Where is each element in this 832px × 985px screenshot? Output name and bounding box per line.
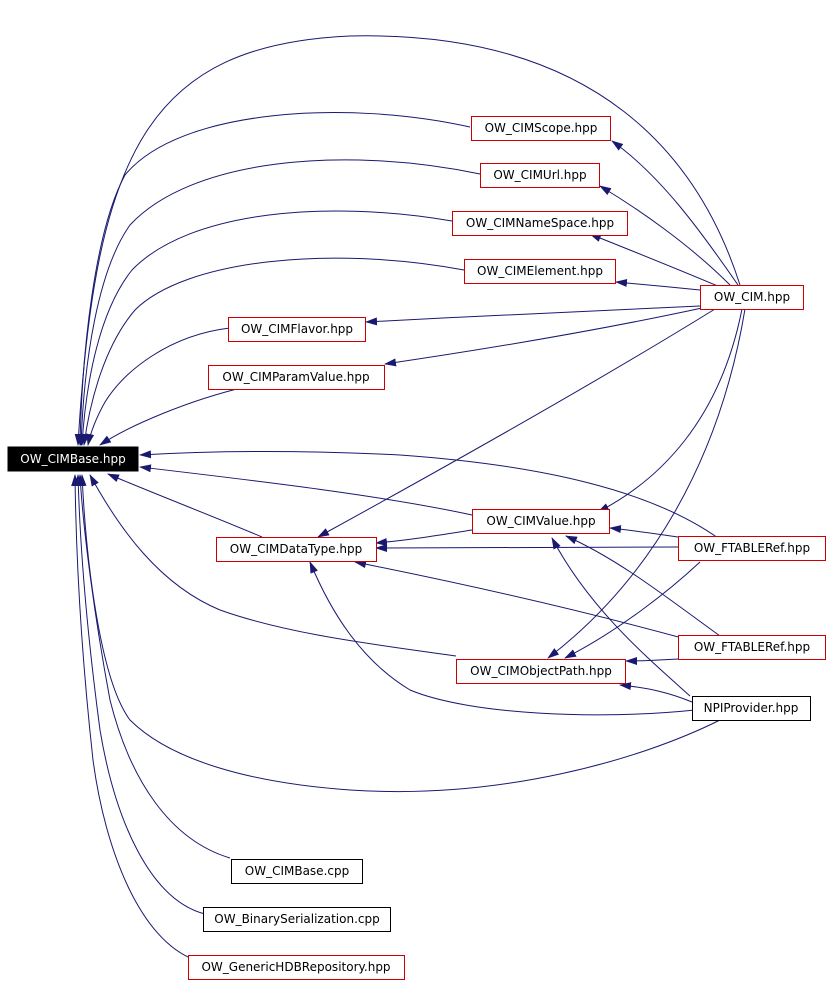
edge-ftableref1-to-datatype: [375, 543, 679, 552]
node-ow-cimscope-hpp[interactable]: OW_CIMScope.hpp: [471, 116, 611, 141]
edge-cim-to-datatype: [317, 308, 716, 538]
edge-objectpath-to-base: [89, 474, 457, 657]
node-label: OW_BinarySerialization.cpp: [214, 912, 379, 926]
node-ow-binaryserialization-cpp: OW_BinarySerialization.cpp: [203, 907, 391, 932]
nodes: OW_CIMBase.hpp OW_CIMScope.hpp OW_CIMUrl…: [7, 116, 826, 980]
node-label: OW_CIMParamValue.hpp: [222, 370, 369, 384]
node-label: OW_FTABLERef.hpp: [694, 541, 810, 555]
node-label: OW_CIMValue.hpp: [486, 514, 595, 528]
node-label: OW_GenericHDBRepository.hpp: [201, 960, 390, 974]
edge-cim-to-paramvalue: [384, 307, 703, 367]
node-ow-cimbase-cpp: OW_CIMBase.cpp: [231, 859, 363, 884]
node-label: OW_CIMFlavor.hpp: [241, 322, 353, 336]
node-ow-cimnamespace-hpp[interactable]: OW_CIMNameSpace.hpp: [452, 211, 628, 236]
node-label: OW_CIMElement.hpp: [477, 264, 603, 278]
edge-npi-to-datatype: [309, 561, 696, 716]
edge-ftableref1-to-base: [139, 450, 719, 539]
node-label: OW_CIMBase.cpp: [245, 864, 349, 878]
node-label: OW_FTABLERef.hpp: [694, 640, 810, 654]
edge-flavor-to-base: [86, 327, 231, 446]
edge-cim-to-url: [599, 185, 731, 286]
edge-npi-to-objectpath: [619, 682, 693, 703]
node-label: OW_CIMDataType.hpp: [230, 542, 362, 556]
edges: [71, 35, 746, 961]
node-npiprovider-hpp: NPIProvider.hpp: [692, 696, 811, 721]
edge-cim-to-namespace: [589, 233, 721, 288]
edge-ftableref2-to-objectpath: [625, 656, 679, 665]
edge-cim-to-base: [74, 35, 741, 446]
node-label: NPIProvider.hpp: [704, 701, 799, 715]
edge-cim-to-scope: [611, 140, 739, 286]
node-ow-cim-hpp[interactable]: OW_CIM.hpp: [700, 285, 804, 310]
edge-cim-to-element: [615, 278, 701, 291]
edge-ftableref2-to-value: [565, 535, 721, 637]
node-ow-cimdatatype-hpp[interactable]: OW_CIMDataType.hpp: [216, 537, 377, 562]
node-ow-generichdbrepository-hpp[interactable]: OW_GenericHDBRepository.hpp: [188, 955, 405, 980]
node-label: OW_CIMUrl.hpp: [493, 168, 586, 182]
edge-ftableref2-to-datatype: [354, 560, 683, 639]
node-label: OW_CIMNameSpace.hpp: [466, 216, 614, 230]
node-label: OW_CIM.hpp: [714, 290, 790, 304]
node-ow-cimvalue-hpp[interactable]: OW_CIMValue.hpp: [472, 509, 610, 534]
edge-datatype-to-base: [107, 473, 263, 538]
edge-npi-to-value: [551, 537, 691, 697]
edge-basecpp-to-base: [76, 474, 231, 859]
edge-npi-to-base: [78, 474, 721, 793]
node-ow-ftableref-hpp-2[interactable]: OW_FTABLERef.hpp: [678, 635, 826, 660]
edge-ftableref1-to-value: [609, 525, 679, 538]
node-label: OW_CIMBase.hpp: [20, 452, 125, 466]
node-ow-cimobjectpath-hpp[interactable]: OW_CIMObjectPath.hpp: [456, 659, 626, 684]
node-label: OW_CIMObjectPath.hpp: [470, 664, 612, 678]
edge-url-to-base: [77, 159, 481, 446]
edge-paramvalue-to-base: [99, 386, 246, 446]
edge-hdb-to-base: [71, 474, 196, 961]
edge-namespace-to-base: [78, 210, 453, 446]
edge-value-to-base: [139, 464, 473, 516]
edge-cim-to-objectpath: [547, 308, 746, 659]
node-ow-ftableref-hpp-1[interactable]: OW_FTABLERef.hpp: [678, 536, 826, 561]
edge-cim-to-flavor: [365, 305, 701, 326]
node-ow-cimflavor-hpp[interactable]: OW_CIMFlavor.hpp: [228, 317, 366, 342]
edge-scope-to-base: [76, 112, 471, 446]
node-label: OW_CIMScope.hpp: [485, 121, 598, 135]
edge-ftableref1-to-objectpath: [564, 561, 701, 659]
edge-binser-to-base: [74, 474, 206, 915]
node-ow-cimelement-hpp[interactable]: OW_CIMElement.hpp: [464, 259, 616, 284]
edge-element-to-base: [81, 257, 465, 446]
edge-cim-to-value: [597, 308, 743, 513]
node-ow-cimbase-hpp: OW_CIMBase.hpp: [7, 446, 139, 472]
node-ow-cimurl-hpp[interactable]: OW_CIMUrl.hpp: [480, 163, 600, 188]
edge-value-to-datatype: [375, 529, 473, 547]
node-ow-cimparamvalue-hpp[interactable]: OW_CIMParamValue.hpp: [208, 365, 385, 390]
